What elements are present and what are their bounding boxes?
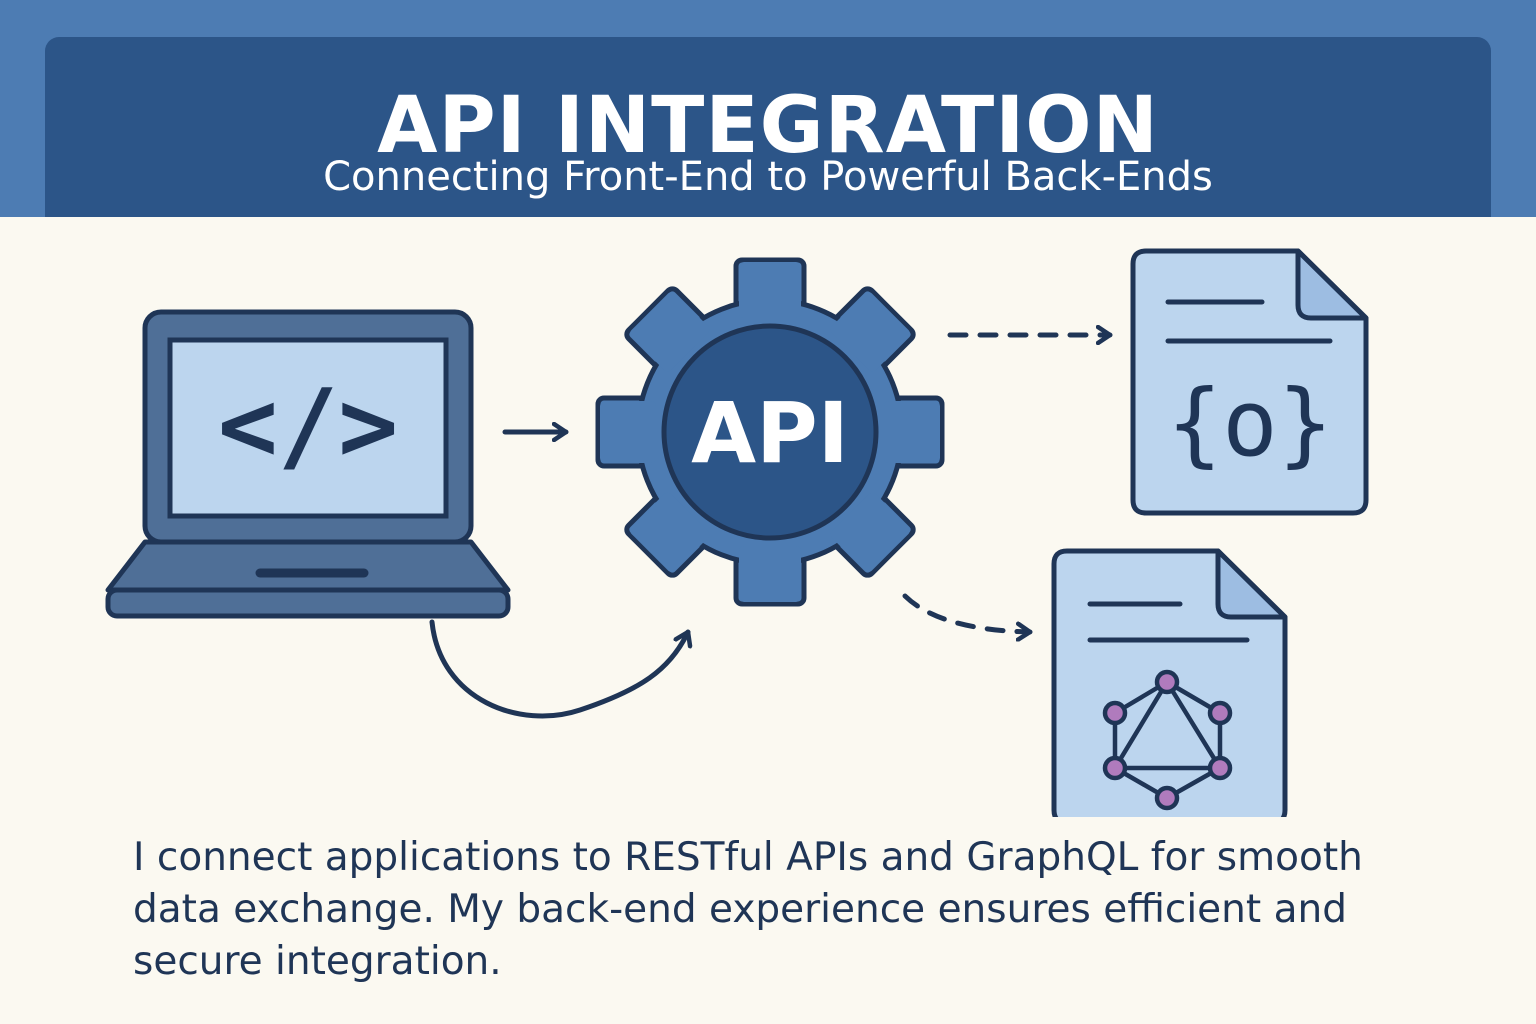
laptop-icon: </> bbox=[105, 309, 511, 619]
page-title: API INTEGRATION bbox=[377, 81, 1159, 171]
description-text: I connect applications to RESTful APIs a… bbox=[133, 835, 1363, 984]
code-icon: </> bbox=[218, 367, 399, 484]
gear-icon: API bbox=[595, 257, 945, 607]
header-panel: API INTEGRATION Connecting Front-End to … bbox=[45, 37, 1491, 217]
api-diagram: </> bbox=[105, 248, 1369, 817]
graphql-logo-icon bbox=[1102, 669, 1233, 811]
arrow-api-to-graphql bbox=[902, 593, 1033, 632]
api-label: API bbox=[691, 384, 849, 482]
graphql-document-icon bbox=[1051, 548, 1288, 817]
curved-arrow-laptop-to-api bbox=[429, 619, 688, 719]
page-subtitle: Connecting Front-End to Powerful Back-En… bbox=[323, 154, 1213, 200]
json-braces-icon: {o} bbox=[1167, 370, 1333, 477]
json-document-icon: {o} bbox=[1130, 248, 1369, 516]
